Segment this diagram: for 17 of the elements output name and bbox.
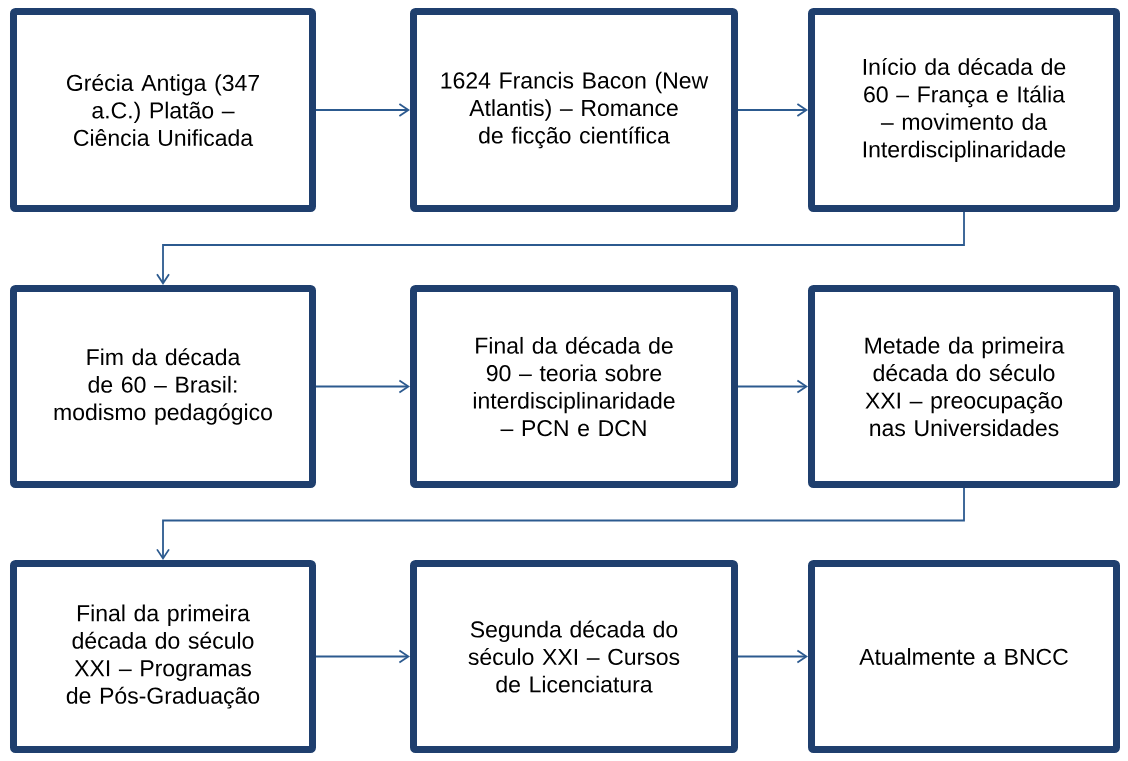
event-box: Fim da década de 60 – Brasil: modismo pedagógico bbox=[10, 285, 316, 488]
event-box: Final da década de 90 – teoria sobre interdisciplinaridade – PCN e DCN bbox=[410, 285, 738, 488]
arrow bbox=[737, 103, 808, 117]
event-box: Segunda década do século XXI – Cursos de Licenciatura bbox=[410, 560, 738, 753]
event-box: Início da década de 60 – França e Itália – movimento da Interdisciplinaridade bbox=[808, 8, 1120, 212]
arrow bbox=[315, 379, 410, 394]
event-box: Metade da primeira década do século XXI – preocupação nas Universidades bbox=[808, 285, 1120, 488]
arrow bbox=[737, 649, 808, 664]
arrow bbox=[315, 649, 410, 664]
event-box: Grécia Antiga (347 a.C.) Platão – Ciência Unificada bbox=[10, 8, 316, 212]
arrow bbox=[737, 379, 808, 394]
arrow bbox=[156, 211, 965, 285]
event-box: 1624 Francis Bacon (New Atlantis) – Romance de ficção científica bbox=[410, 8, 738, 212]
arrow bbox=[156, 487, 965, 560]
event-box: Atualmente a BNCC bbox=[808, 560, 1120, 753]
event-box: Final da primeira década do século XXI – Programas de Pós-Graduação bbox=[10, 560, 316, 753]
arrow bbox=[315, 103, 410, 117]
